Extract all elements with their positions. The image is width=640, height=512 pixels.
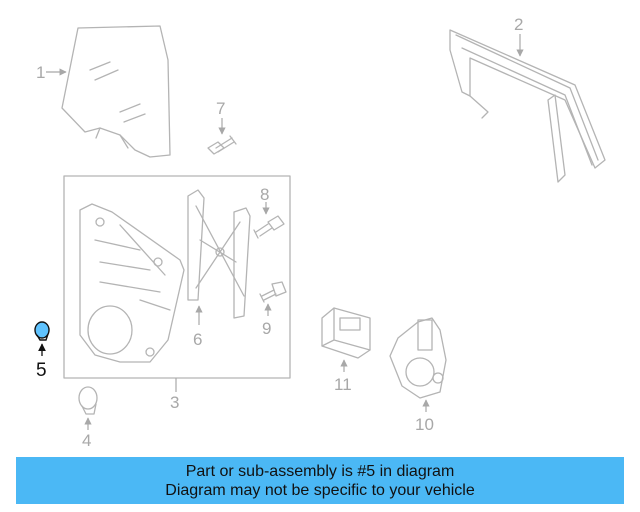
part-3-carrier-panel <box>79 203 185 363</box>
callout-8: 8 <box>260 185 269 204</box>
callout-7: 7 <box>216 99 225 118</box>
banner-line-1: Part or sub-assembly is #5 in diagram <box>185 462 455 480</box>
part-6-regulator-rails <box>187 189 251 319</box>
part-2-run-channel <box>449 29 606 183</box>
part-8-bolt <box>253 215 285 239</box>
part-5-plug <box>34 321 50 341</box>
callout-4: 4 <box>82 431 91 450</box>
callout-3: 3 <box>170 393 179 412</box>
callout-2: 2 <box>514 15 523 34</box>
part-4-grommet <box>78 386 98 415</box>
part-7-bolt <box>207 135 237 155</box>
part-3-regulator-box <box>63 175 291 379</box>
part-1-door-glass <box>61 25 171 158</box>
callout-6: 6 <box>193 330 202 349</box>
callout-10: 10 <box>415 415 434 434</box>
callout-1: 1 <box>36 63 45 82</box>
part-10-motor <box>389 317 447 399</box>
callout-9: 9 <box>262 319 271 338</box>
callout-5: 5 <box>36 360 47 381</box>
callout-11: 11 <box>334 375 352 394</box>
part-11-module <box>321 307 371 359</box>
part-9-bolt <box>259 281 287 303</box>
banner-line-2: Diagram may not be specific to your vehi… <box>165 481 475 499</box>
info-banner: Part or sub-assembly is #5 in diagram Di… <box>16 457 624 504</box>
